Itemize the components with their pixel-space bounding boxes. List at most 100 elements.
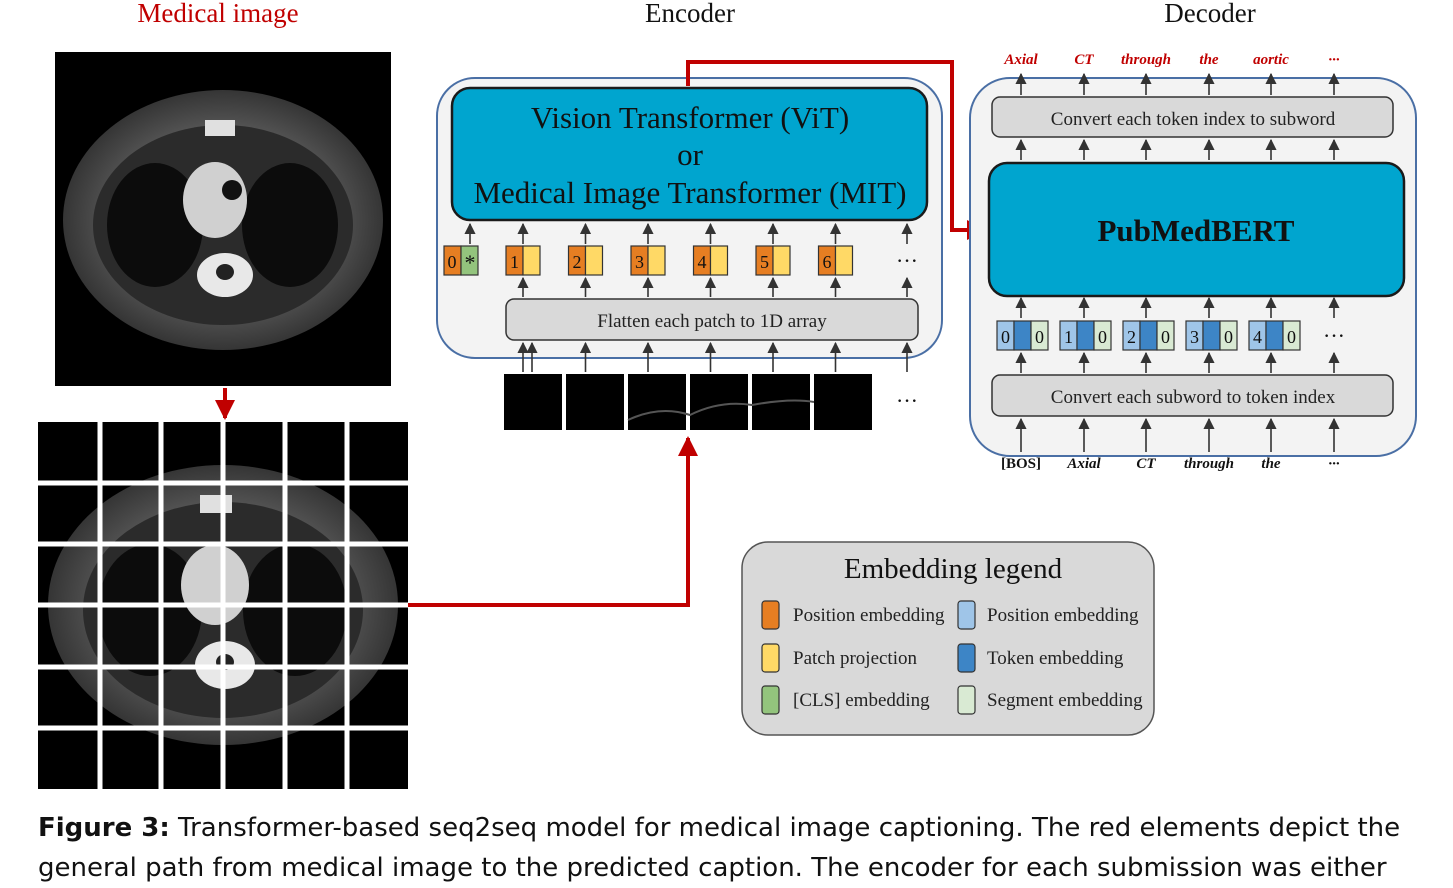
output-token: ··· bbox=[1328, 52, 1340, 68]
patch-thumbnail bbox=[628, 374, 686, 430]
segment-index: 0 bbox=[1161, 327, 1170, 347]
flatten-label: Flatten each patch to 1D array bbox=[597, 311, 827, 332]
ct-scan-image bbox=[55, 52, 391, 386]
patch-projection-block bbox=[584, 245, 604, 276]
input-token: the bbox=[1261, 456, 1281, 472]
cls-token: 0 * bbox=[443, 245, 479, 276]
token-embedding-block bbox=[1076, 320, 1095, 351]
legend-item: [CLS] embedding bbox=[761, 685, 930, 715]
encoder-token-ellipsis: ··· bbox=[896, 248, 918, 273]
patch-projection-block bbox=[647, 245, 666, 276]
architecture-diagram: Medical image Encoder Decoder bbox=[38, 0, 1417, 789]
decoder-title: Decoder bbox=[1164, 0, 1255, 28]
patch-index: 4 bbox=[698, 252, 707, 272]
decoder-token-ellipsis: ··· bbox=[1323, 323, 1345, 348]
patch-index: 2 bbox=[573, 252, 582, 272]
position-index: 0 bbox=[1001, 327, 1010, 347]
output-token: the bbox=[1199, 52, 1219, 68]
segment-index: 0 bbox=[1035, 327, 1044, 347]
segment-embedding-block bbox=[1156, 320, 1175, 351]
red-path-grid-to-encoder bbox=[408, 436, 698, 607]
patch-token: 4 bbox=[692, 245, 729, 276]
segment-index: 0 bbox=[1287, 327, 1296, 347]
patch-token: 1 bbox=[505, 245, 541, 276]
legend-label: Segment embedding bbox=[987, 690, 1143, 711]
vit-label: Vision Transformer (ViT) bbox=[531, 100, 849, 135]
token-to-subword-box bbox=[991, 96, 1394, 138]
patch-thumbnail bbox=[690, 374, 748, 430]
legend-swatch bbox=[761, 643, 780, 673]
segment-embedding-block bbox=[1030, 320, 1049, 351]
patch-projection-block bbox=[834, 245, 854, 276]
input-token: CT bbox=[1136, 456, 1156, 472]
patch-grid-image bbox=[38, 422, 408, 789]
patch-projection-block bbox=[522, 245, 541, 276]
embedding-legend bbox=[741, 541, 1155, 736]
decoder-arrows bbox=[1015, 72, 1340, 452]
token-to-subword-label: Convert each token index to subword bbox=[1051, 109, 1336, 130]
patch-token: 5 bbox=[755, 245, 791, 276]
patch-index: 3 bbox=[635, 252, 644, 272]
legend-item: Position embedding bbox=[957, 600, 1139, 630]
segment-embedding-block bbox=[1282, 320, 1301, 351]
token-embedding-block bbox=[1013, 320, 1032, 351]
patch-projection-block bbox=[709, 245, 729, 276]
medical-image-title: Medical image bbox=[137, 0, 298, 28]
input-token: Axial bbox=[1066, 456, 1101, 472]
segment-embedding-block bbox=[1093, 320, 1112, 351]
patch-index: 6 bbox=[823, 252, 832, 272]
position-index: 3 bbox=[1190, 327, 1199, 347]
red-path-encoder-to-decoder bbox=[686, 60, 987, 240]
patch-token: 6 bbox=[817, 245, 854, 276]
patch-token: 3 bbox=[630, 245, 666, 276]
legend-label: Position embedding bbox=[987, 605, 1139, 626]
position-index: 4 bbox=[1253, 327, 1262, 347]
legend-swatch bbox=[957, 685, 976, 715]
pubmedbert-box bbox=[987, 161, 1406, 298]
encoder-token-arrows bbox=[464, 222, 913, 244]
segment-index: 0 bbox=[1098, 327, 1107, 347]
position-index: 1 bbox=[1064, 327, 1073, 347]
patch-thumbnail bbox=[814, 374, 872, 430]
patch-thumbnail bbox=[566, 374, 624, 430]
input-token: ··· bbox=[1328, 456, 1340, 472]
flatten-arrows bbox=[517, 276, 913, 372]
caption-text-1: Transformer-based seq2seq model for medi… bbox=[169, 813, 1401, 843]
vit-mit-box bbox=[450, 86, 929, 222]
cls-index: 0 bbox=[448, 252, 457, 272]
caption-line-2: general path from medical image to the p… bbox=[38, 853, 1387, 883]
legend-swatch bbox=[761, 685, 780, 715]
legend-item: Position embedding bbox=[761, 600, 945, 630]
legend-label: Patch projection bbox=[793, 648, 917, 669]
patch-ellipsis: ··· bbox=[896, 388, 918, 413]
legend-item: Patch projection bbox=[761, 643, 917, 673]
encoder-embedding-row: 0 * 1 2 3 4 5 6 bbox=[443, 245, 854, 276]
input-token: [BOS] bbox=[1001, 456, 1041, 472]
legend-swatch bbox=[957, 643, 976, 673]
patch-thumbnails bbox=[504, 374, 872, 430]
legend-label: Token embedding bbox=[987, 648, 1124, 669]
output-token: through bbox=[1121, 52, 1171, 68]
pubmedbert-label: PubMedBERT bbox=[1097, 213, 1294, 248]
legend-label: Position embedding bbox=[793, 605, 945, 626]
thumbnail-body-contour bbox=[627, 399, 815, 421]
flatten-box bbox=[505, 298, 919, 341]
legend-swatch bbox=[957, 600, 976, 630]
figure-label: Figure 3: bbox=[38, 813, 170, 843]
output-token: CT bbox=[1074, 52, 1094, 68]
legend-title: Embedding legend bbox=[844, 553, 1063, 585]
legend-item: Token embedding bbox=[957, 643, 1124, 673]
output-token: Axial bbox=[1003, 52, 1038, 68]
patch-index: 5 bbox=[760, 252, 769, 272]
subword-to-token-box bbox=[991, 374, 1394, 417]
output-caption-tokens: Axial CT through the aortic ··· bbox=[1003, 52, 1340, 68]
output-token: aortic bbox=[1253, 52, 1289, 68]
figure-caption: Figure 3: Transformer-based seq2seq mode… bbox=[38, 808, 1438, 888]
